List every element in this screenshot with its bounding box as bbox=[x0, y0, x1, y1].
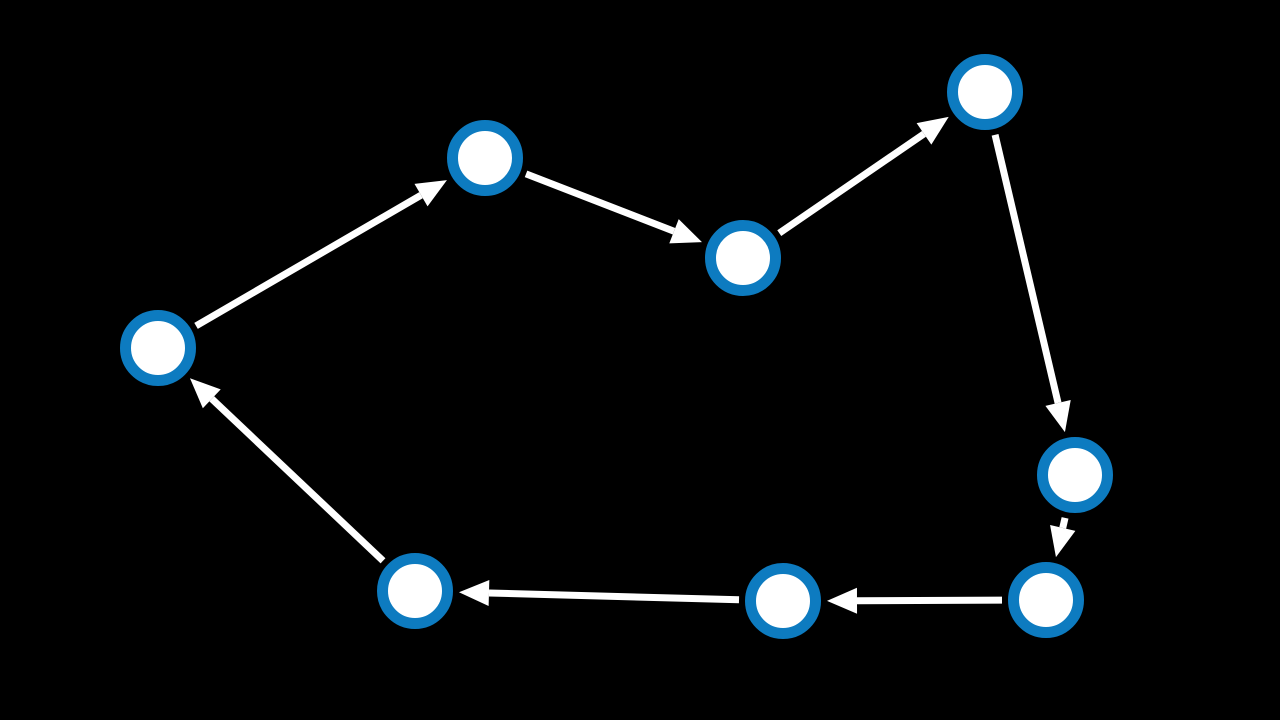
graph-node[interactable] bbox=[447, 120, 523, 196]
node-circle[interactable] bbox=[447, 120, 523, 196]
graph-edge bbox=[991, 134, 1071, 433]
node-circle[interactable] bbox=[1008, 562, 1084, 638]
node-circle[interactable] bbox=[120, 310, 196, 386]
edge-arrowhead-icon bbox=[458, 580, 490, 607]
node-circle[interactable] bbox=[377, 553, 453, 629]
graph-node[interactable] bbox=[947, 54, 1023, 130]
edge-arrowhead-icon bbox=[189, 378, 221, 409]
graph-edge bbox=[1050, 517, 1076, 558]
edge-line bbox=[194, 192, 423, 329]
graph-node[interactable] bbox=[120, 310, 196, 386]
graph-edge bbox=[458, 580, 740, 607]
edge-arrowhead-icon bbox=[826, 587, 858, 614]
graph-node[interactable] bbox=[1037, 437, 1113, 513]
node-circle[interactable] bbox=[947, 54, 1023, 130]
edge-line bbox=[524, 170, 676, 235]
edges-layer bbox=[189, 116, 1076, 614]
graph-node[interactable] bbox=[745, 563, 821, 639]
edge-line bbox=[209, 396, 386, 564]
graph-node[interactable] bbox=[705, 220, 781, 296]
node-circle[interactable] bbox=[745, 563, 821, 639]
graph-edge bbox=[826, 587, 1003, 614]
edge-line bbox=[856, 596, 1003, 605]
edge-line bbox=[1059, 517, 1069, 529]
edge-arrowhead-icon bbox=[414, 180, 447, 207]
graph-edge bbox=[777, 116, 949, 236]
node-circle[interactable] bbox=[705, 220, 781, 296]
edge-line bbox=[488, 589, 740, 604]
graph-edge bbox=[189, 378, 386, 564]
graph-node[interactable] bbox=[377, 553, 453, 629]
edge-line bbox=[991, 134, 1062, 404]
edge-arrowhead-icon bbox=[669, 219, 702, 244]
nodes-layer bbox=[120, 54, 1113, 639]
edge-arrowhead-icon bbox=[1045, 399, 1071, 433]
node-circle[interactable] bbox=[1037, 437, 1113, 513]
graph-node[interactable] bbox=[1008, 562, 1084, 638]
edge-arrowhead-icon bbox=[916, 116, 949, 145]
edge-line bbox=[777, 130, 926, 236]
graph-edge bbox=[194, 180, 447, 329]
edge-arrowhead-icon bbox=[1050, 524, 1076, 558]
graph-edge bbox=[524, 170, 702, 244]
